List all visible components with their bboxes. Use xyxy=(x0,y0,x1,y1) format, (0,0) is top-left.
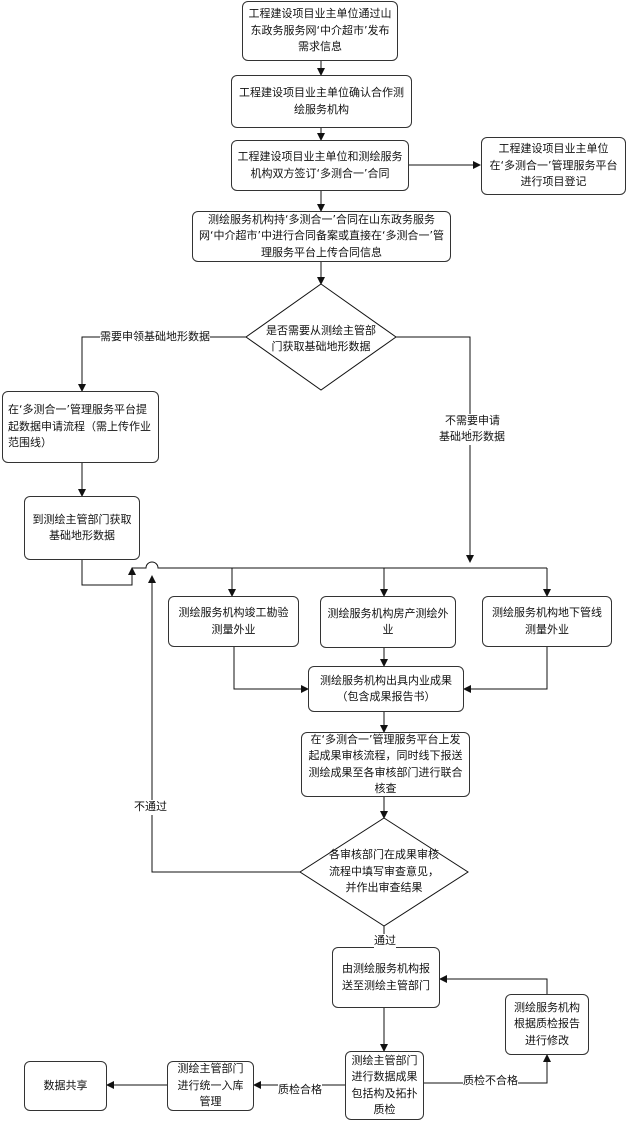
decision-review-text: 各审核部门在成果审核流程中填写审查意见，并作出审查结果 xyxy=(329,848,439,895)
node-completion-survey: 测绘服务机构竣工勘验测量外业 xyxy=(168,596,299,647)
edge-bus xyxy=(132,561,547,569)
node-data-application: 在‘多测合一’管理服务平台提起数据申请流程（需上传作业范围线） xyxy=(2,391,159,463)
node-confirm-agency: 工程建设项目业主单位确认合作测绘服务机构 xyxy=(231,75,412,128)
edge-n9-n7 xyxy=(439,975,548,1000)
decision-base-data-text: 是否需要从测绘主管部门获取基础地形数据 xyxy=(266,323,376,354)
node-obtain-base-data: 到测绘主管部门获取基础地形数据 xyxy=(24,496,140,560)
node-warehouse: 测绘主管部门进行统一入库管理 xyxy=(167,1061,254,1111)
label-no-need-line2: 基础地形数据 xyxy=(439,430,505,445)
node-office-results: 测绘服务机构出具内业成果（包含成果报告书） xyxy=(308,666,464,712)
edge-w3-n5 xyxy=(463,647,548,693)
node-submit-authority: 由测绘服务机构报送至测绘主管部门 xyxy=(332,947,440,1008)
node-publish-demand: 工程建设项目业主单位通过山东政务服务网‘中介超市’发布需求信息 xyxy=(242,1,398,61)
label-pass: 通过 xyxy=(374,934,396,949)
edge-d1-noneed xyxy=(396,336,474,563)
label-qc-fail: 质检不合格 xyxy=(463,1074,518,1089)
node-quality-check: 测绘主管部门进行数据成果包括构及拓扑质检 xyxy=(345,1051,424,1120)
node-pipeline-survey: 测绘服务机构地下管线测量外业 xyxy=(482,596,612,647)
node-project-registration: 工程建设项目业主单位在‘多测合一’管理服务平台进行项目登记 xyxy=(481,137,626,195)
edge-w1-n5 xyxy=(233,647,309,693)
node-data-sharing: 数据共享 xyxy=(24,1061,107,1111)
node-sign-contract: 工程建设项目业主单位和测绘服务机构双方签订‘多测合一’合同 xyxy=(231,140,409,191)
node-review-workflow: 在‘多测合一’管理服务平台上发起成果审核流程，同时线下报送测绘成果至各审核部门进… xyxy=(301,732,470,797)
label-need-data: 需要申领基础地形数据 xyxy=(100,330,210,345)
node-revise-report: 测绘服务机构根据质检报告进行修改 xyxy=(505,994,589,1055)
edge-d2-fail xyxy=(148,575,302,873)
label-no-need-line1: 不需要申请 xyxy=(445,414,500,429)
edge-d1-need xyxy=(78,336,246,392)
decision-diamond-base-data xyxy=(245,283,397,391)
node-contract-filing: 测绘服务机构持‘多测合一’合同在山东政务服务网‘中介超市’中进行合同备案或直接在… xyxy=(192,211,451,262)
decision-diamond-review xyxy=(299,817,469,927)
label-fail: 不通过 xyxy=(134,800,167,815)
node-property-survey: 测绘服务机构房产测绘外业 xyxy=(320,596,456,648)
label-qc-pass: 质检合格 xyxy=(278,1083,322,1098)
edge-l2-merge xyxy=(81,560,136,586)
